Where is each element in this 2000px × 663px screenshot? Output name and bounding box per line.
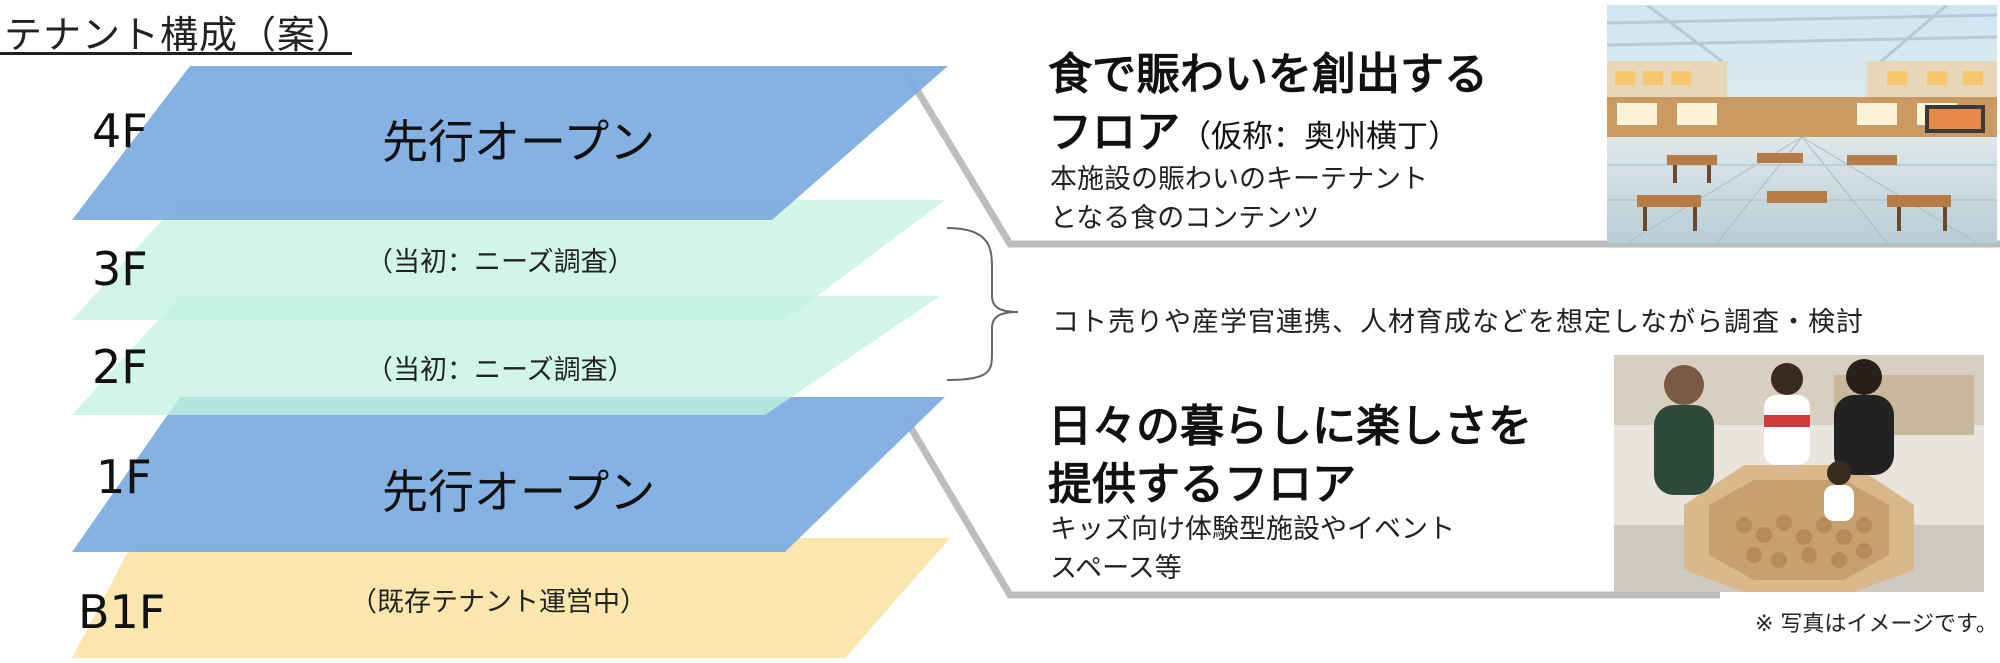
plane-text-2f: （当初：ニーズ調査） (366, 355, 635, 386)
upper-desc-line1: 本施設の賑わいのキーテナント (1050, 164, 1428, 195)
upper-heading-line2: フロア (1048, 107, 1180, 158)
upper-floor-heading: 食で賑わいを創出する フロア（仮称：奥州横丁） (1048, 46, 1488, 166)
photo-note: ※ 写真はイメージです。 (1755, 612, 1998, 637)
title-underline (0, 52, 352, 55)
plane-2f (72, 296, 940, 415)
lower-heading-line2: 提供するフロア (1048, 459, 1356, 510)
food-court-photo (1607, 5, 1997, 243)
floor-label-2f: 2F (92, 340, 148, 394)
lower-floor-desc: キッズ向け体験型施設やイベント スペース等 (1050, 510, 1455, 588)
connector-line-lower (901, 416, 1720, 599)
plane-1f (72, 397, 945, 552)
upper-desc-line2: となる食のコンテンツ (1050, 203, 1320, 234)
floor-label-b1f: B1F (78, 585, 166, 639)
lower-floor-heading: 日々の暮らしに楽しさを 提供するフロア (1048, 398, 1532, 514)
lower-heading-line1: 日々の暮らしに楽しさを (1048, 401, 1532, 452)
floor-label-1f: 1F (96, 450, 152, 504)
plane-3f (72, 200, 945, 320)
floor-label-4f: 4F (92, 104, 148, 158)
page-title: テナント構成（案） (4, 13, 356, 57)
plane-text-b1f: （既存テナント運営中） (350, 587, 647, 618)
lower-desc-line2: スペース等 (1050, 553, 1182, 584)
brace (946, 227, 1019, 381)
floor-label-3f: 3F (92, 242, 148, 296)
upper-heading-line2-row: フロア（仮称：奥州横丁） (1048, 104, 1488, 166)
connector-line-upper (902, 68, 2000, 248)
upper-floor-desc: 本施設の賑わいのキーテナント となる食のコンテンツ (1050, 160, 1428, 238)
upper-heading-paren: （仮称：奥州横丁） (1180, 119, 1459, 155)
kids-play-photo (1614, 355, 1984, 592)
lower-desc-line1: キッズ向け体験型施設やイベント (1050, 514, 1455, 545)
plane-text-3f: （当初：ニーズ調査） (366, 247, 635, 278)
plane-text-4f: 先行オープン (382, 115, 656, 169)
plane-4f (72, 66, 948, 220)
upper-heading-line1: 食で賑わいを創出する (1048, 49, 1488, 100)
middle-note: コト売りや産学官連携、人材育成などを想定しながら調査・検討 (1052, 307, 1864, 338)
plane-b1f (72, 538, 950, 658)
plane-text-1f: 先行オープン (382, 465, 656, 519)
